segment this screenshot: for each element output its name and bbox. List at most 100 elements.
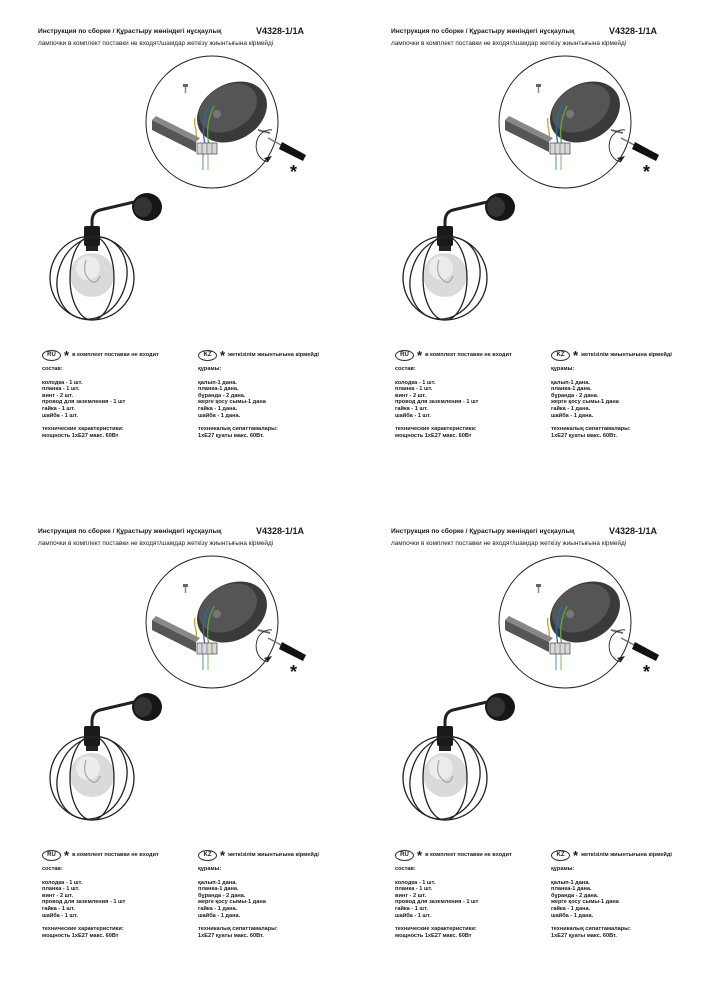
kz-spec-value: 1хЕ27 қуаты макс. 60Вт. [198,432,264,439]
yellow-wire-icon [193,617,198,639]
list-item: планка-1 дана. [198,886,239,893]
ru-spec-value: мощность 1хЕ27 макс. 60Вт [395,932,472,939]
mounting-plate-icon [505,616,553,652]
list-item: шайба - 1 шт. [42,912,78,919]
list-item: провод для заземления - 1 шт [42,899,126,906]
wire-icon [202,604,211,646]
ru-note: в комплект поставки не входит [425,352,512,359]
assembly-illustration: * [49,55,306,321]
sheet-header: Инструкция по сборке / Құрастыру жөнінде… [38,26,348,36]
screwdriver-icon [267,137,306,161]
ru-spec-title: технические характеристики: [42,926,124,933]
canopy-icon [550,581,620,643]
ru-section: RU * в комплект поставки не входит соста… [42,848,202,939]
model-number: V4328-1/1A [609,526,658,536]
ru-note: в комплект поставки не входит [425,852,512,859]
list-item: гайка - 1 шт. [395,905,428,912]
sheet-title: Инструкция по сборке / Құрастыру жөнінде… [38,28,222,35]
kz-contents-list: қалып-1 дана. планка-1 дана. бұранда - 2… [551,880,707,920]
list-item: планка - 1 шт. [42,886,80,893]
terminal-block-icon [549,142,571,170]
list-item: қалып-1 дана. [198,879,237,886]
list-item: гайка - 1 дана. [551,405,591,412]
detail-circle [145,55,279,189]
list-item: планка-1 дана. [551,886,592,893]
list-item: шайба - 1 шт. [42,412,78,419]
screw-icon [536,584,541,593]
asterisk-mark: * [290,162,297,182]
ru-contents-list: колодка - 1 шт. планка - 1 шт. винт - 2 … [42,880,202,920]
ru-section: RU * в комплект поставки не входит соста… [42,349,202,439]
yellow-wire-icon [193,117,198,139]
ru-note: в комплект поставки не входит [72,352,159,359]
assembly-illustration: * [402,555,659,821]
arrow-head-icon [617,156,625,162]
wire-cage-icon [49,235,135,321]
sheet-header: Инструкция по сборке / Құрастыру жөнінде… [391,26,701,36]
kz-contents-list: қалып-1 дана. планка-1 дана. бұранда - 2… [198,380,358,420]
asterisk-icon: * [417,348,423,363]
ru-contents-list: колодка - 1 шт. планка - 1 шт. винт - 2 … [395,880,555,920]
list-item: провод для заземления - 1 шт [42,399,126,406]
asterisk-mark: * [290,662,297,682]
kz-badge: KZ [551,850,570,861]
list-item: шайба - 1 дана. [198,912,241,919]
ru-contents-title: состав: [395,366,416,372]
kz-badge: KZ [551,350,570,361]
asterisk-icon: * [573,348,579,363]
mounting-plate-icon [505,116,553,152]
kz-contents-title: құрамы: [551,366,575,372]
instruction-sheet: Инструкция по сборке / Құрастыру жөнінде… [353,0,706,500]
list-item: бұранда - 2 дана. [198,392,246,399]
list-item: жерге қосу сымы-1 дана [551,399,619,406]
bulb-icon [70,753,114,797]
list-item: қалып-1 дана. [551,879,590,886]
ru-badge: RU [42,850,61,861]
asterisk-mark: * [643,162,650,182]
kz-contents-list: қалып-1 дана. планка-1 дана. бұранда - 2… [551,380,707,420]
terminal-block-icon [196,142,218,170]
list-item: провод для заземления - 1 шт [395,399,479,406]
asterisk-icon: * [220,348,226,363]
wire-icon [555,604,564,646]
bulb-icon [423,753,467,797]
list-item: бұранда - 2 дана. [551,892,599,899]
ru-badge: RU [42,350,61,361]
ru-spec-value: мощность 1хЕ27 макс. 60Вт [395,432,472,439]
kz-note: жеткізілім жиынтығына кірмейді [228,352,319,359]
kz-contents-title: құрамы: [198,366,222,372]
list-item: планка - 1 шт. [395,886,433,893]
ru-note: в комплект поставки не входит [72,852,159,859]
kz-spec-title: техникалық сипаттамалары: [551,426,631,433]
sheet-header: Инструкция по сборке / Құрастыру жөнінде… [38,526,348,536]
model-number: V4328-1/1A [256,26,305,36]
list-item: гайка - 1 дана. [551,905,591,912]
screw-icon [183,584,188,593]
kz-contents-title: құрамы: [551,866,575,872]
wall-mount-icon [90,193,162,232]
list-item: планка - 1 шт. [395,386,433,393]
model-number: V4328-1/1A [609,26,658,36]
asterisk-icon: * [220,848,226,863]
asterisk-icon: * [64,848,70,863]
list-item: винт - 2 шт. [395,392,427,399]
list-item: гайка - 1 дана. [198,405,238,412]
kz-spec-value: 1хЕ27 қуаты макс. 60Вт. [198,932,264,939]
list-item: винт - 2 шт. [42,392,74,399]
mounting-plate-icon [152,616,200,652]
arrow-head-icon [617,656,625,662]
kz-section: KZ * жеткізілім жиынтығына кірмейді құра… [551,348,707,439]
kz-badge: KZ [198,850,217,861]
ru-spec-title: технические характеристики: [395,426,477,433]
screwdriver-icon [267,637,306,661]
ru-spec-title: технические характеристики: [395,926,477,933]
arrow-head-icon [264,156,272,162]
rotate-arrow-icon [255,129,273,163]
list-item: колодка - 1 шт. [395,379,436,386]
bulb-note: лампочки в комплект поставки не входят/ш… [391,540,627,547]
wire-cage-icon [402,735,488,821]
list-item: шайба - 1 шт. [395,412,431,419]
kz-spec-title: техникалық сипаттамалары: [198,926,278,933]
asterisk-icon: * [417,848,423,863]
rotate-arrow-icon [255,629,273,663]
